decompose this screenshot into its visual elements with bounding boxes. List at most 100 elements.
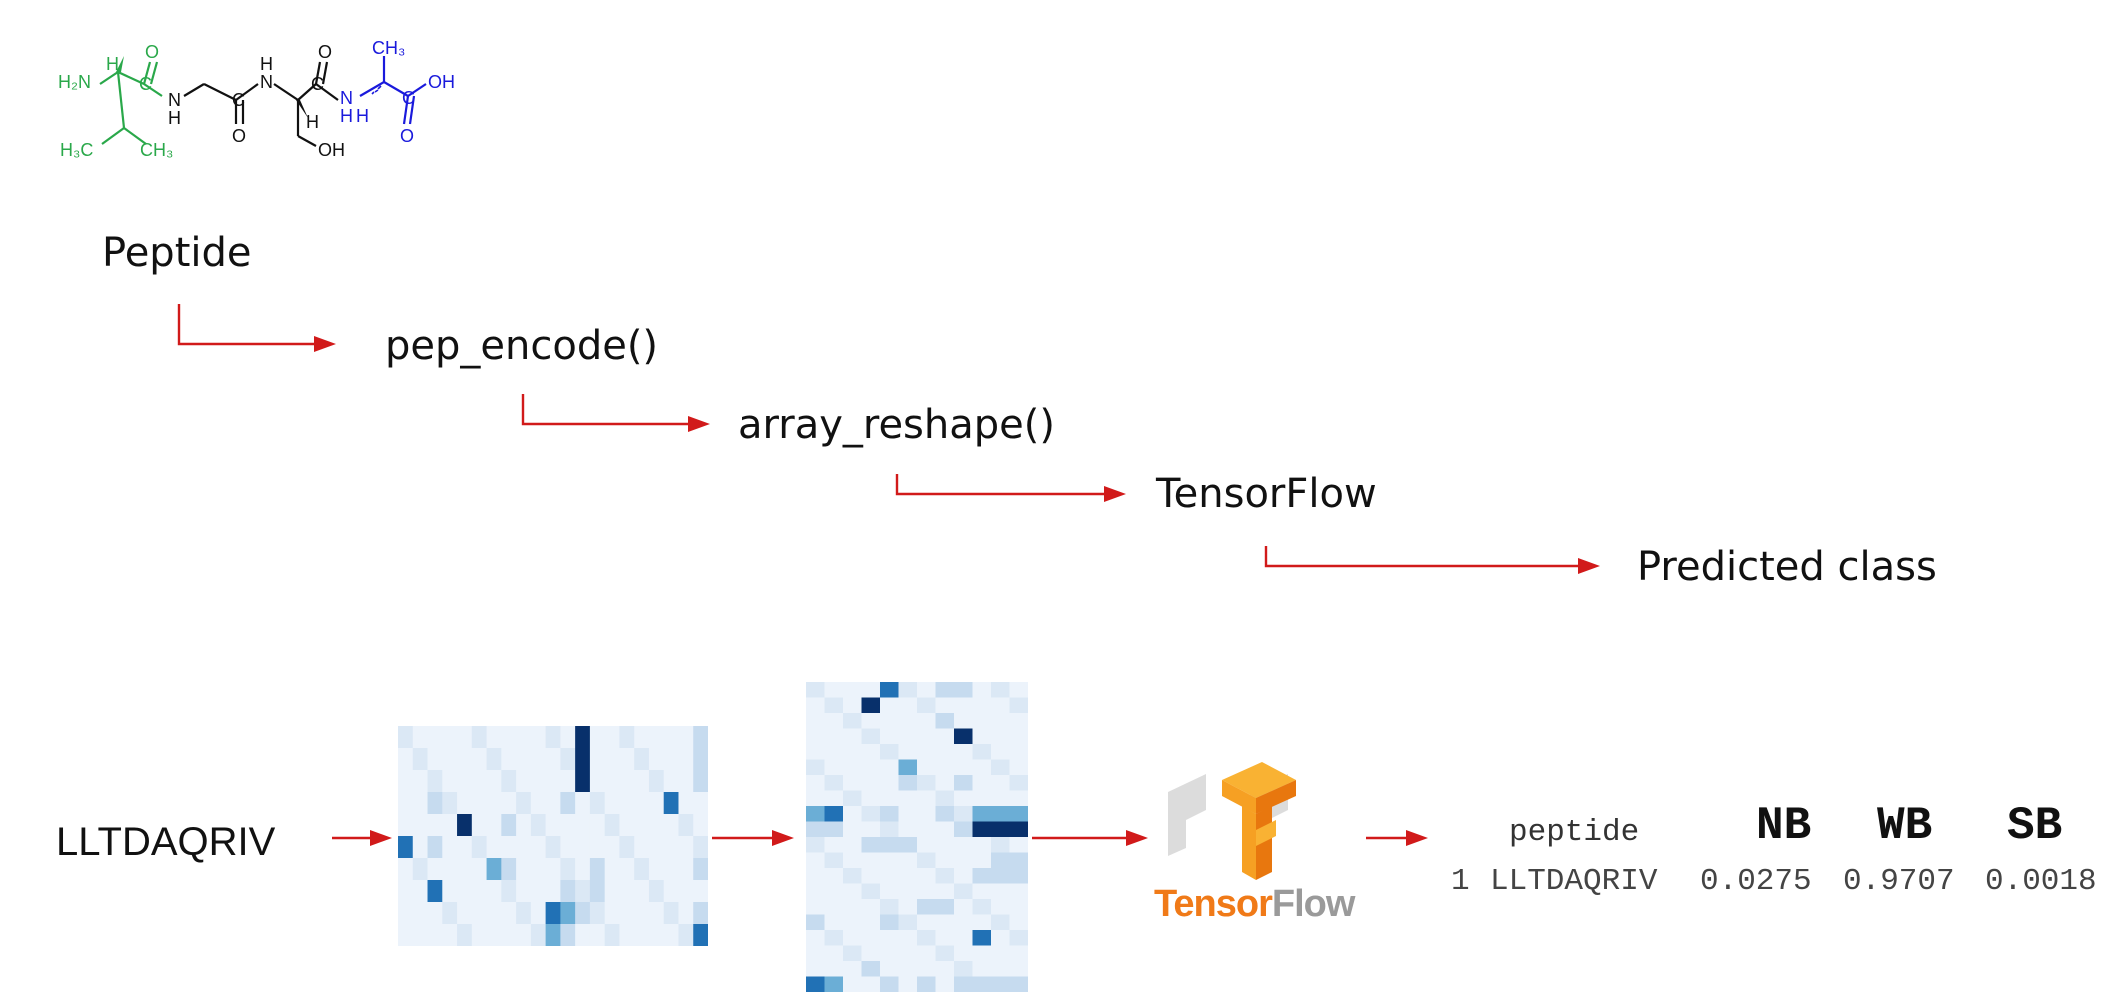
heatmap-cell [806, 961, 825, 977]
heatmap-cell [880, 868, 899, 884]
heatmap-cell [861, 697, 881, 714]
atom-c: C [311, 74, 324, 94]
heatmap-cell [1009, 883, 1028, 900]
table-header-wb: WB [1877, 800, 1933, 852]
heatmap-cell [917, 713, 936, 729]
heatmap-cell [880, 713, 899, 729]
heatmap-cell [560, 924, 576, 946]
heatmap-cell [954, 914, 973, 931]
heatmap-cell [663, 814, 679, 837]
heatmap-cell [972, 790, 992, 807]
heatmap-cell [824, 868, 844, 884]
heatmap-cell [663, 770, 679, 793]
heatmap-cell [412, 748, 429, 771]
residue4-hashwedge [371, 85, 382, 95]
heatmap-cell [954, 744, 973, 760]
heatmap-cell [991, 837, 1010, 853]
heatmap-cell [972, 868, 992, 884]
heatmap-cell [935, 790, 955, 807]
atom-ch3: CH₃ [372, 38, 405, 58]
heatmap-cell [880, 852, 899, 869]
heatmap-cell [861, 759, 881, 776]
heatmap-cell [398, 770, 414, 793]
heatmap-cell [604, 924, 620, 946]
heatmap-cell [575, 814, 591, 837]
heatmap-cell [648, 858, 665, 881]
heatmap-cell [861, 682, 881, 698]
heatmap-cell [861, 744, 881, 760]
heatmap-cell [991, 682, 1010, 698]
heatmap-cell [589, 748, 606, 771]
heatmap-cell [486, 858, 502, 881]
heatmap-cell [427, 814, 443, 837]
heatmap-cell [545, 770, 561, 793]
heatmap-cell [991, 883, 1010, 900]
table-cell-wb: 0.9707 [1843, 864, 1955, 899]
heatmap-cell [917, 961, 936, 977]
heatmap-cell [843, 945, 862, 962]
heatmap-cell [843, 759, 862, 776]
heatmap-cell [824, 682, 844, 698]
heatmap-cell [398, 924, 414, 946]
heatmap-cell [898, 713, 918, 729]
heatmap-cell [471, 924, 488, 946]
heatmap-cell [530, 792, 547, 815]
heatmap-cell [861, 976, 881, 992]
heatmap-cell [678, 924, 694, 946]
heatmap-cell [806, 713, 825, 729]
heatmap-cell [806, 868, 825, 884]
heatmap-cell [501, 902, 517, 925]
heatmap-cell [486, 748, 502, 771]
heatmap-cell [457, 880, 473, 903]
heatmap-cell [843, 697, 862, 714]
heatmap-cell [693, 858, 708, 881]
encoded-heatmap [398, 726, 708, 946]
heatmap-cell [663, 792, 679, 815]
table-header-sb: SB [2007, 800, 2063, 852]
heatmap-cell [972, 852, 992, 869]
heatmap-cell [972, 945, 992, 962]
heatmap-cell [898, 852, 918, 869]
heatmap-cell [917, 821, 936, 838]
heatmap-cell [427, 880, 443, 903]
heatmap-cell [806, 914, 825, 931]
heatmap-cell [1009, 728, 1028, 745]
heatmap-cell [648, 748, 665, 771]
heatmap-cell [516, 924, 532, 946]
heatmap-cell [861, 790, 881, 807]
heatmap-cell [560, 792, 576, 815]
heatmap-cell [1009, 697, 1028, 714]
heatmap-cell [935, 744, 955, 760]
heatmap-cell [442, 924, 458, 946]
heatmap-cell [545, 836, 561, 859]
heatmap-cell [501, 792, 517, 815]
heatmap-cell [575, 726, 591, 749]
heatmap-cell [412, 858, 429, 881]
heatmap-cell [843, 899, 862, 915]
heatmap-cell [991, 759, 1010, 776]
heatmap-cell [806, 697, 825, 714]
heatmap-cell [806, 945, 825, 962]
heatmap-cell [824, 883, 844, 900]
heatmap-cell [898, 930, 918, 946]
heatmap-cell [486, 726, 502, 749]
heatmap-cell [880, 821, 899, 838]
heatmap-cell [471, 792, 488, 815]
heatmap-cell [898, 868, 918, 884]
heatmap-cell [972, 883, 992, 900]
heatmap-cell [530, 814, 547, 837]
heatmap-cell [457, 770, 473, 793]
heatmap-cell [634, 726, 650, 749]
heatmap-cell [427, 858, 443, 881]
heatmap-cell [1009, 930, 1028, 946]
heatmap-cell [954, 961, 973, 977]
heatmap-cell [972, 806, 992, 822]
table-row-peptide: LLTDAQRIV [1490, 864, 1658, 899]
heatmap-cell [824, 837, 844, 853]
heatmap-cell [861, 713, 881, 729]
elbow-arrow [177, 304, 318, 346]
heatmap-cell [398, 814, 414, 837]
heatmap-cell [619, 902, 635, 925]
heatmap-cell [917, 775, 936, 791]
